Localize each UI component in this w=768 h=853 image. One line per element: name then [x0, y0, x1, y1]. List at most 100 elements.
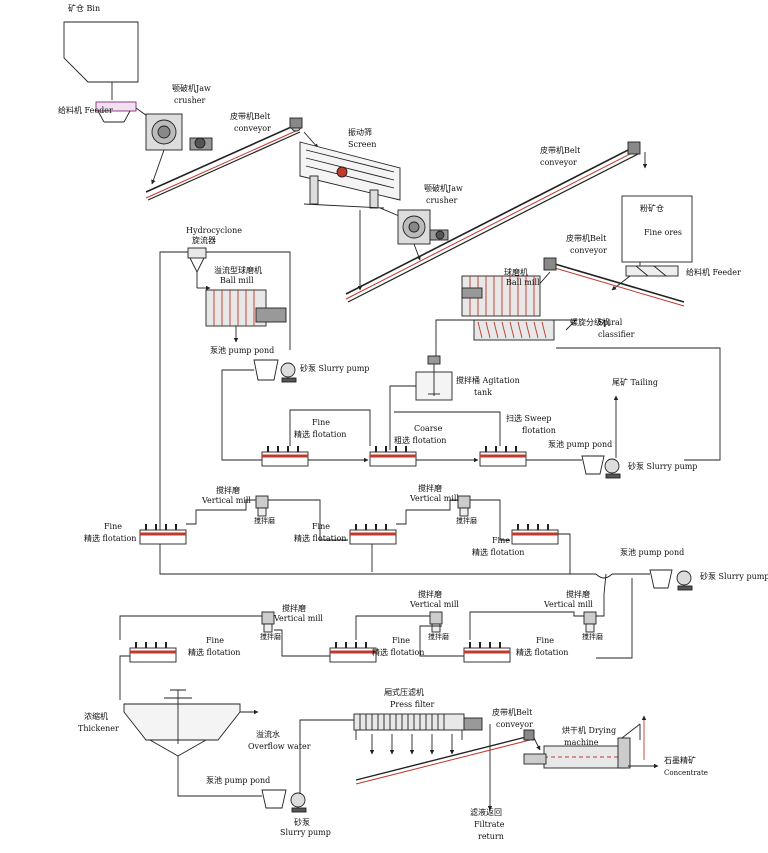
- thickener-label-en: Thickener: [78, 724, 119, 733]
- fine-2-label-cn: 精选 flotation: [84, 534, 137, 543]
- ore-bin: [63, 21, 139, 83]
- vertical-mill-2: [457, 495, 471, 517]
- overflow-mill-label-en: Ball mill: [220, 276, 254, 285]
- dryer-label-en: machine: [564, 738, 599, 747]
- mill-tag-2: 搅拌磨: [456, 517, 477, 525]
- slurry-pump-1: [280, 362, 297, 383]
- vertical-mill-2-label-en: Vertical mill: [410, 494, 459, 503]
- fine-7-label-en: Fine: [536, 636, 554, 645]
- feeder-1-label: 给料机 Feeder: [58, 106, 113, 115]
- jaw-crusher-1-label-en: crusher: [174, 96, 206, 105]
- thickener-label-cn: 浓缩机: [84, 712, 108, 721]
- fine-6-label-en: Fine: [392, 636, 410, 645]
- vertical-mill-1-label-cn: 搅拌磨: [216, 486, 240, 495]
- vertical-mill-4-label-en: Vertical mill: [410, 600, 459, 609]
- press-filter-label-en: Press filter: [390, 700, 435, 709]
- pump-pond-1-label: 泵池 pump pond: [210, 346, 275, 355]
- coarse-label-cn: 粗选 flotation: [394, 436, 447, 445]
- pump-pond-1: [253, 359, 279, 381]
- vertical-mill-4-label-cn: 搅拌磨: [418, 590, 442, 599]
- flotation-cells-fine-3: [349, 524, 397, 545]
- vertical-mill-1-label-en: Vertical mill: [202, 496, 251, 505]
- pump-pond-3-label: 泵池 pump pond: [620, 548, 685, 557]
- jaw-crusher-2-label-cn: 颚破机Jaw: [424, 184, 463, 193]
- fine-ores-label-en: Fine ores: [644, 228, 683, 237]
- fine-3-label-cn: 精选 flotation: [294, 534, 347, 543]
- jaw-crusher-1-label-cn: 颚破机Jaw: [172, 84, 211, 93]
- spiral-classifier: [473, 319, 555, 341]
- belt-conveyor-1: [145, 117, 303, 201]
- pump-pond-3: [649, 569, 673, 589]
- bin-label: 矿仓 Bin: [68, 4, 101, 13]
- spiral-label-en-2: classifier: [598, 330, 635, 339]
- filtrate-label-cn: 滤液返回: [470, 808, 502, 817]
- jaw-crusher-1: [145, 113, 213, 151]
- belt-conveyor-2: [345, 141, 641, 303]
- vertical-mill-5-label-en: Vertical mill: [544, 600, 593, 609]
- screen-label-en: Screen: [348, 140, 377, 149]
- slurry-pump-3-label: 砂泵 Slurry pump: [700, 572, 768, 581]
- vertical-mill-4: [429, 611, 443, 633]
- fine-7-label-cn: 精选 flotation: [516, 648, 569, 657]
- ball-mill-2: [461, 275, 541, 317]
- fine-4-label-cn: 精选 flotation: [472, 548, 525, 557]
- feeder-1: [95, 101, 137, 123]
- sweep-label-en: flotation: [522, 426, 556, 435]
- coarse-label-en: Coarse: [414, 424, 443, 433]
- pump-pond-4: [261, 789, 287, 809]
- concentrate-label-en: Concentrate: [664, 769, 708, 777]
- dryer-label-cn: 烘干机 Drying: [562, 726, 617, 735]
- overflow-water-label-en: Overflow water: [248, 742, 311, 751]
- belt-conveyor-4: [355, 729, 535, 785]
- agitation-label-cn: 搅拌桶 Agitation: [456, 376, 520, 385]
- flotation-cells-coarse: [369, 446, 417, 467]
- concentrate-label-cn: 石墨精矿: [664, 756, 696, 765]
- spiral-label-en-1: Spiral: [598, 318, 623, 327]
- slurry-pump-4-label-cn: 砂泵: [294, 818, 310, 827]
- slurry-pump-3: [676, 570, 693, 591]
- fine-6-label-cn: 精选 flotation: [372, 648, 425, 657]
- screen-label-cn: 振动筛: [348, 128, 372, 137]
- fine-1-label-en: Fine: [312, 418, 330, 427]
- mill-tag-1: 搅拌磨: [254, 517, 275, 525]
- hydrocyclone-label-cn: 旋流器: [192, 236, 216, 245]
- ball-mill-2-label-cn: 球磨机: [504, 268, 528, 277]
- drying-machine: [523, 723, 641, 769]
- vertical-mill-5: [583, 611, 597, 633]
- vertical-mill-3: [261, 611, 275, 633]
- pump-pond-2: [581, 455, 605, 475]
- hydrocyclone-label-en: Hydrocyclone: [186, 226, 242, 235]
- flotation-cells-fine-7: [463, 642, 511, 663]
- agitation-tank: [415, 355, 453, 401]
- slurry-pump-4-label-en: Slurry pump: [280, 828, 331, 837]
- belt-2-label-cn: 皮带机Belt: [540, 146, 581, 155]
- flotation-cells-fine-2: [139, 524, 187, 545]
- slurry-pump-4: [290, 792, 307, 813]
- feeder-2: [625, 265, 679, 277]
- fine-ores-label-cn: 粉矿仓: [640, 204, 664, 213]
- vertical-mill-2-label-cn: 搅拌磨: [418, 484, 442, 493]
- vertical-mill-1: [255, 495, 269, 517]
- fine-2-label-en: Fine: [104, 522, 122, 531]
- sweep-label-cn: 扫选 Sweep: [506, 414, 552, 423]
- belt-1-label-en: conveyor: [234, 124, 271, 133]
- belt-conveyor-3: [543, 257, 685, 307]
- vertical-mill-3-label-cn: 搅拌磨: [282, 604, 306, 613]
- overflow-mill-label-cn: 溢流型球磨机: [214, 266, 262, 275]
- slurry-pump-2-label: 砂泵 Slurry pump: [628, 462, 698, 471]
- vertical-mill-3-label-en: Vertical mill: [274, 614, 323, 623]
- slurry-pump-1-label: 砂泵 Slurry pump: [300, 364, 370, 373]
- flotation-cells-fine-1: [261, 446, 309, 467]
- flotation-cells-fine-6: [329, 642, 377, 663]
- jaw-crusher-2-label-en: crusher: [426, 196, 458, 205]
- pump-pond-4-label: 泵池 pump pond: [206, 776, 271, 785]
- spiral-label-cn: 螺旋分级机: [570, 318, 610, 327]
- fine-3-label-en: Fine: [312, 522, 330, 531]
- hydrocyclone: [187, 247, 207, 274]
- fine-5-label-en: Fine: [206, 636, 224, 645]
- fine-4-label-en: Fine: [492, 536, 510, 545]
- thickener: [123, 689, 241, 757]
- press-filter: [353, 713, 483, 740]
- vertical-mill-5-label-cn: 搅拌磨: [566, 590, 590, 599]
